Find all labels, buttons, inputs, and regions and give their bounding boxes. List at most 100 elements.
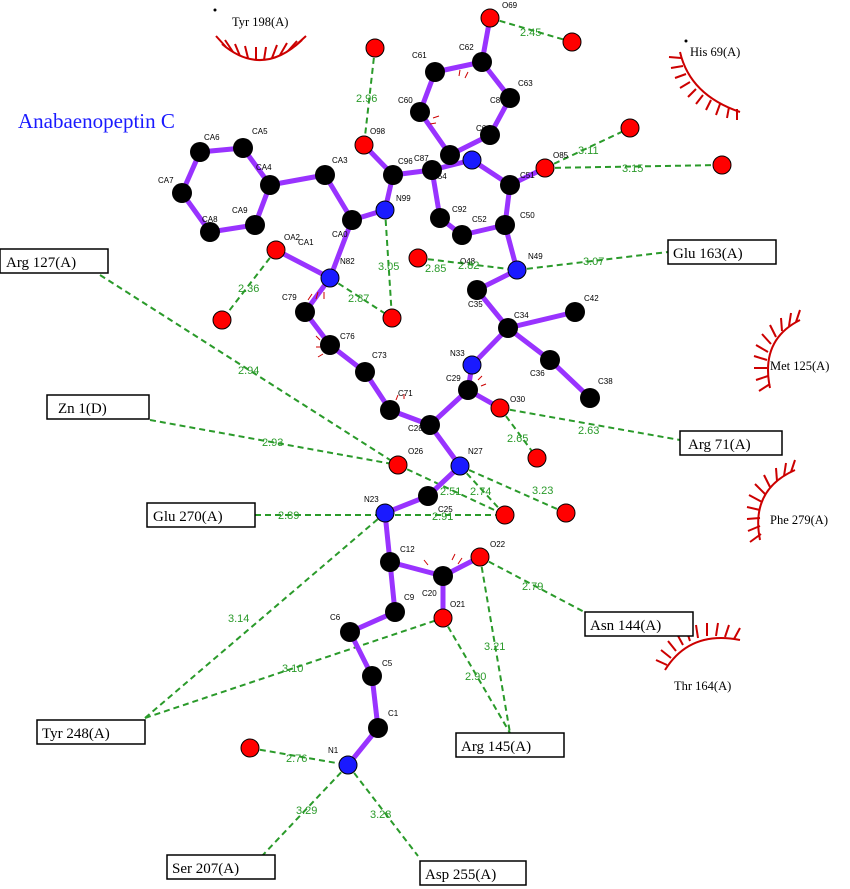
distance-label: 3.15 [622, 163, 643, 175]
atom-label: CA8 [202, 215, 218, 224]
atom-label: O22 [490, 540, 506, 549]
distance-label: 2.94 [238, 365, 259, 377]
residue-box-glu163: Glu 163(A) [667, 239, 777, 265]
distance-labels: 2.45 2.96 3.11 3.15 3.07 2.85 2.82 2.87 … [228, 27, 643, 821]
atom-label: C28 [408, 424, 423, 433]
atom-label: CA1 [298, 238, 314, 247]
atom-label: CA3 [332, 156, 348, 165]
atom-label: C8 [490, 96, 501, 105]
residue-boxes: Arg 127(A) Zn 1(D) Glu 270(A) Glu 163(A)… [0, 239, 783, 886]
atom-label: C71 [398, 389, 413, 398]
distance-label: 2.90 [465, 671, 486, 683]
residue-box-zn1: Zn 1(D) [46, 394, 150, 420]
distance-label: 2.87 [348, 293, 369, 305]
svg-text:Tyr 248(A): Tyr 248(A) [42, 726, 110, 742]
svg-text:Glu 163(A): Glu 163(A) [673, 246, 743, 262]
atom-label: C63 [518, 79, 533, 88]
atom-label: O21 [450, 600, 466, 609]
distance-label: 3.07 [583, 256, 604, 268]
residue-box-arg71: Arg 71(A) [679, 430, 783, 456]
atom-label: C5 [382, 659, 393, 668]
atom-label: O98 [370, 127, 386, 136]
distance-label: 2.85 [425, 263, 446, 275]
atom-labels: O69 C62 C61 C63 C8 C60 O98 C96 C87 C54 C… [158, 1, 613, 755]
atom-label: C52 [472, 215, 487, 224]
atom-label: C51 [520, 171, 535, 180]
atom-label: N27 [468, 447, 483, 456]
residue-box-arg145: Arg 145(A) [455, 732, 565, 758]
distance-label: 2.65 [507, 433, 528, 445]
atom-label: CA5 [252, 127, 268, 136]
atom-label: C29 [446, 374, 461, 383]
atom-label: C64 [476, 124, 491, 133]
atom-label: C87 [414, 154, 429, 163]
residue-box-tyr248: Tyr 248(A) [36, 719, 146, 745]
atom-label: C73 [372, 351, 387, 360]
distance-label: 2.36 [238, 283, 259, 295]
atom-label: C25 [438, 505, 453, 514]
atom-label: O26 [408, 447, 424, 456]
atom-label: N99 [396, 194, 411, 203]
residue-box-arg127: Arg 127(A) [0, 248, 109, 274]
atom-label: CA9 [232, 206, 248, 215]
distance-label: 2.89 [278, 510, 299, 522]
distance-label: 3.05 [378, 261, 399, 273]
svg-text:Arg 127(A): Arg 127(A) [6, 255, 76, 271]
distance-label: 2.74 [470, 486, 491, 498]
atom-label: CA0 [332, 230, 348, 239]
residue-label-tyr198: Tyr 198(A) [232, 15, 288, 29]
distance-label: 3.10 [282, 663, 303, 675]
hydrophobic-arc-thr164 [655, 622, 741, 671]
atom-label: O30 [510, 395, 526, 404]
atom-label: C96 [398, 157, 413, 166]
distance-label: 3.23 [532, 485, 553, 497]
atom-label: C35 [468, 300, 483, 309]
ligand-title: Anabaenopeptin C [18, 109, 175, 133]
svg-text:Asn 144(A): Asn 144(A) [590, 618, 661, 634]
hydrophobic-arc-tyr198 [215, 35, 307, 61]
distance-label: 3.21 [484, 641, 505, 653]
hydrogen-bonds [99, 17, 723, 857]
atom-label: C79 [282, 293, 297, 302]
atom-label: C92 [452, 205, 467, 214]
hydrophobic-arc-phe279 [746, 459, 796, 543]
atom-label: CA7 [158, 176, 174, 185]
distance-label: 2.45 [520, 27, 541, 39]
distance-label: 2.82 [458, 260, 479, 272]
atom-label: C50 [520, 211, 535, 220]
residue-label-thr164: Thr 164(A) [674, 679, 731, 693]
distance-label: 2.93 [262, 437, 283, 449]
water-molecules [212, 32, 732, 758]
atom-label: OA2 [284, 233, 301, 242]
residue-box-asp255: Asp 255(A) [419, 860, 527, 886]
atom-label: C62 [459, 43, 474, 52]
distance-label: 3.14 [228, 613, 249, 625]
atom-label: N82 [340, 257, 355, 266]
distance-label: 3.11 [578, 145, 599, 157]
atom-label: C34 [514, 311, 529, 320]
distance-label: 2.79 [522, 581, 543, 593]
atom-label: C54 [432, 172, 447, 181]
hydrophobic-arcs [213, 8, 801, 671]
atom-label: C12 [400, 545, 415, 554]
atom-label: N49 [528, 252, 543, 261]
atom-label: O69 [502, 1, 518, 10]
distance-label: 2.96 [356, 93, 377, 105]
atom-label: O48 [460, 257, 476, 266]
atom-label: CA4 [256, 163, 272, 172]
svg-text:Zn 1(D): Zn 1(D) [58, 401, 107, 417]
atom-label: C20 [422, 589, 437, 598]
hydrophobic-arc-met125 [753, 309, 801, 392]
atom-label: C6 [330, 613, 341, 622]
svg-text:Arg 71(A): Arg 71(A) [688, 437, 751, 453]
atom-label: C76 [340, 332, 355, 341]
svg-text:Asp 255(A): Asp 255(A) [425, 867, 496, 883]
svg-text:Glu 270(A): Glu 270(A) [153, 509, 223, 525]
distance-label: 2.91 [432, 511, 453, 523]
residue-label-his69: His 69(A) [690, 45, 740, 59]
atoms [172, 8, 600, 775]
atom-label: C61 [412, 51, 427, 60]
svg-text:Ser 207(A): Ser 207(A) [172, 861, 239, 877]
atom-label: C60 [398, 96, 413, 105]
